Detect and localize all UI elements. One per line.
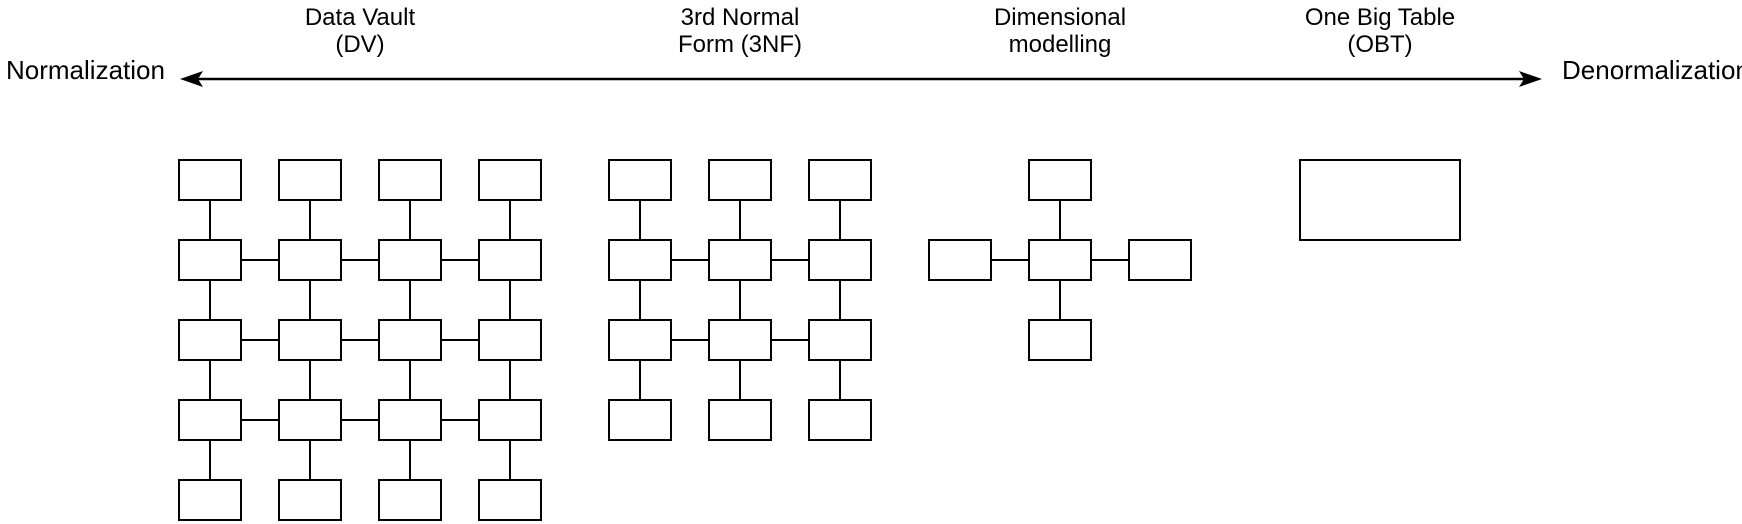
- third-normal-form-schema-box: [708, 239, 772, 281]
- label-dimensional-modelling-line2: modelling: [1008, 31, 1112, 58]
- third-normal-form-schema-box: [808, 159, 872, 201]
- data-vault-schema-box: [378, 479, 442, 521]
- third-normal-form-schema-box: [808, 319, 872, 361]
- data-vault-schema-box: [178, 399, 242, 441]
- spectrum-arrowhead-right-icon: [1519, 71, 1542, 87]
- third-normal-form-schema-box: [808, 239, 872, 281]
- third-normal-form-schema-box: [808, 399, 872, 441]
- data-vault-schema-box: [278, 319, 342, 361]
- label-third-normal-form: 3rd Normal Form (3NF): [610, 4, 870, 58]
- data-vault-schema-box: [378, 159, 442, 201]
- dimensional-star-schema-box: [1028, 159, 1092, 201]
- data-vault-schema-box: [278, 239, 342, 281]
- label-third-normal-form-line2: Form (3NF): [678, 31, 802, 58]
- third-normal-form-schema-box: [608, 399, 672, 441]
- data-vault-schema-box: [478, 319, 542, 361]
- data-vault-schema-box: [378, 239, 442, 281]
- data-vault-schema-box: [378, 399, 442, 441]
- spectrum-arrowhead-left-icon: [180, 71, 203, 87]
- data-vault-schema-box: [278, 479, 342, 521]
- label-dimensional-modelling: Dimensional modelling: [930, 4, 1190, 58]
- label-data-vault: Data Vault (DV): [230, 4, 490, 58]
- dimensional-star-schema-box: [1028, 319, 1092, 361]
- data-vault-schema-box: [478, 479, 542, 521]
- label-data-vault-line2: (DV): [335, 31, 385, 58]
- data-vault-schema-box: [178, 319, 242, 361]
- data-vault-schema-box: [278, 159, 342, 201]
- third-normal-form-schema-box: [708, 319, 772, 361]
- third-normal-form-schema-box: [708, 399, 772, 441]
- label-data-vault-line1: Data Vault: [304, 4, 416, 31]
- dimensional-star-schema-box: [1128, 239, 1192, 281]
- third-normal-form-schema-box: [608, 319, 672, 361]
- label-dimensional-modelling-line1: Dimensional: [993, 4, 1127, 31]
- label-third-normal-form-line1: 3rd Normal: [680, 4, 800, 31]
- third-normal-form-schema-box: [708, 159, 772, 201]
- data-vault-schema-box: [478, 239, 542, 281]
- label-denormalization: Denormalization: [1562, 55, 1742, 85]
- third-normal-form-schema-box: [608, 239, 672, 281]
- dimensional-star-schema-box: [1028, 239, 1092, 281]
- label-one-big-table-line1: One Big Table: [1304, 4, 1456, 31]
- dimensional-star-schema-box: [928, 239, 992, 281]
- data-vault-schema-box: [178, 479, 242, 521]
- label-one-big-table: One Big Table (OBT): [1250, 4, 1510, 58]
- data-vault-schema-box: [178, 159, 242, 201]
- label-one-big-table-line2: (OBT): [1347, 31, 1413, 58]
- label-normalization: Normalization: [6, 55, 165, 85]
- one-big-table-schema-box: [1299, 159, 1461, 241]
- third-normal-form-schema-box: [608, 159, 672, 201]
- data-vault-schema-box: [378, 319, 442, 361]
- data-vault-schema-box: [278, 399, 342, 441]
- data-vault-schema-box: [478, 159, 542, 201]
- data-vault-schema-box: [478, 399, 542, 441]
- data-vault-schema-box: [178, 239, 242, 281]
